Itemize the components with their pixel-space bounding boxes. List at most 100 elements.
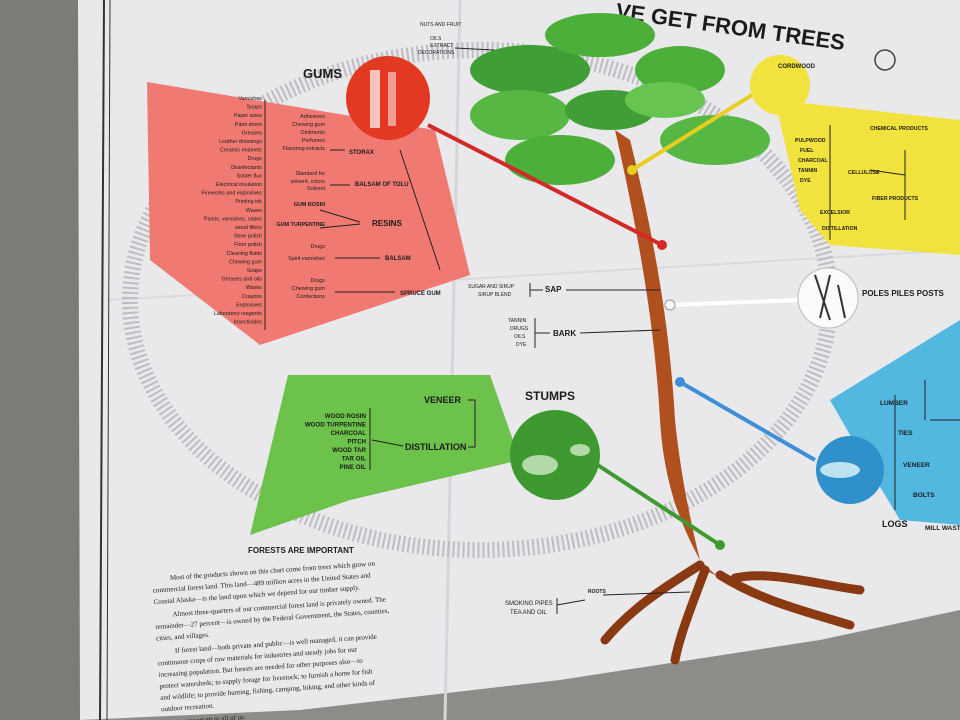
gums-product-item: wood fillers <box>234 225 262 231</box>
gums-node-balsam-2: BALSAM <box>385 256 411 262</box>
gums-product-item: Laboratory reagents <box>214 311 263 317</box>
gums-heading: GUMS <box>303 66 342 81</box>
gums-mid-item: solvent, colors <box>291 179 326 185</box>
tree-roots <box>600 560 865 665</box>
gums-mid-item: Flavoring extracts <box>282 146 325 152</box>
cordwood-item: FIBER PRODUCTS <box>872 196 919 202</box>
cordwood-item: TANNIN <box>798 168 817 174</box>
gums-product-item: Chewing gum <box>229 259 262 265</box>
sap-item-1: SUGAR AND SIRUP <box>468 284 515 290</box>
gums-panel <box>147 82 470 345</box>
gums-product-item: Waxes <box>246 285 263 291</box>
logs-item: MILL WASTE <box>925 525 960 532</box>
stumps-product-item: WOOD TAR <box>332 447 366 454</box>
gums-product-item: Soaps <box>247 268 263 274</box>
gums-mid-item: Chewing gum <box>292 122 325 128</box>
bark-item-4: DYE <box>516 342 527 348</box>
gums-product-item: Crayons <box>242 294 262 300</box>
gums-mid-item: Ointments <box>300 130 325 136</box>
gums-product-item: Greases and oils <box>222 277 263 283</box>
logs-item: VENEER <box>903 462 930 469</box>
gums-product-item: Floor polish <box>234 242 262 248</box>
tree-canopy <box>470 13 770 185</box>
stumps-node-veneer: VENEER <box>424 395 462 405</box>
gums-mid-item: GUM ROSIN <box>294 202 325 208</box>
gums-product-item: Solder flux <box>237 173 263 179</box>
bark-item-3: OILS <box>514 334 526 340</box>
cordwood-item: CHARCOAL <box>798 158 829 164</box>
gums-mid-item: GUM TURPENTINE <box>276 222 325 228</box>
top-label-1: NUTS AND FRUIT <box>420 22 461 28</box>
cordwood-item: PULPWOOD <box>795 138 826 144</box>
seal-icon <box>874 49 896 71</box>
gums-product-item: Drugs <box>248 156 263 162</box>
poster-fold <box>443 0 462 720</box>
gums-mid-item: Perfumes <box>302 138 325 144</box>
logs-heading: LOGS <box>882 519 908 529</box>
gums-product-item: Shoe polish <box>234 234 262 240</box>
stumps-product-item: PITCH <box>347 439 366 446</box>
stumps-connector <box>588 458 722 547</box>
logs-item: BOLTS <box>913 492 935 499</box>
stumps-product-item: WOOD TURPENTINE <box>305 422 366 429</box>
logs-connector <box>678 380 817 462</box>
gums-node-spruce: SPRUCE GUM <box>400 291 441 297</box>
gums-product-item: Ceramic enamels <box>220 148 262 154</box>
cordwood-icon <box>750 55 810 115</box>
cordwood-item: FUEL <box>800 148 814 154</box>
forests-paragraph-line: ...important to all of us. <box>180 713 246 720</box>
gums-product-item: Waxes <box>246 208 263 214</box>
gums-node-balsam: BALSAM OF TOLU <box>355 182 409 188</box>
gums-product-item: Insecticides <box>234 320 262 326</box>
gums-product-item: Varnishes <box>238 96 262 102</box>
logs-items: LUMBER TIES VENEER BOLTS MILL WASTE <box>880 400 960 532</box>
bark-item-1: TANNIN <box>508 318 527 324</box>
cordwood-item: CHEMICAL PRODUCTS <box>870 126 928 132</box>
poster-border-left-inner <box>106 0 111 720</box>
forests-paragraph-line: cities, and villages. <box>156 631 210 643</box>
bark-item-2: DRUGS <box>510 326 529 332</box>
roots-item-2: TEA AND OIL <box>510 610 547 616</box>
gums-product-item: Disinfectants <box>231 165 262 171</box>
roots-item-1: SMOKING PIPES <box>505 601 553 607</box>
poles-icon <box>797 267 859 329</box>
gums-product-item: Printing ink <box>235 199 262 205</box>
sap-heading: SAP <box>545 285 562 294</box>
gums-mid-item: Drugs <box>311 278 326 284</box>
top-label-4: DECORATIONS <box>418 50 455 56</box>
gums-product-item: Electrical insulation <box>216 182 262 188</box>
forests-paragraph-line: outdoor recreation. <box>161 702 215 714</box>
poles-connector <box>669 298 801 307</box>
cordwood-panel <box>775 100 960 255</box>
gums-product-item: Cleaning fluids <box>227 251 263 257</box>
gums-node-storax: STORAX <box>349 150 374 156</box>
poles-heading: POLES PILES POSTS <box>862 289 944 298</box>
stumps-node-distillation: DISTILLATION <box>405 442 466 452</box>
poster-border-left <box>99 0 105 720</box>
roots-heading: ROOTS <box>588 589 606 595</box>
logs-item: TIES <box>898 430 913 437</box>
cordwood-connector <box>630 88 762 172</box>
logs-item: LUMBER <box>880 400 908 407</box>
stumps-product-item: CHARCOAL <box>331 430 367 437</box>
gums-connector <box>427 123 663 247</box>
gums-mid-item: Spirit varnishes <box>288 256 325 262</box>
stumps-heading: STUMPS <box>525 389 575 403</box>
gums-mid-item: Confections <box>297 294 326 300</box>
left-fabric <box>0 0 90 720</box>
cordwood-heading: CORDWOOD <box>778 64 816 70</box>
gums-product-item: Greases <box>242 130 263 136</box>
gums-product-item: Explosives <box>236 302 262 308</box>
stumps-product-item: PINE OIL <box>340 464 367 471</box>
gums-node-resins: RESINS <box>372 219 402 228</box>
gums-mid-item: Solvent <box>307 186 325 192</box>
gums-mid-item: Standard for <box>295 171 325 177</box>
gums-product-item: Paints, varnishes, stains <box>204 216 262 222</box>
cordwood-item: EXCELSIOR <box>820 210 850 216</box>
stumps-product-item: TAR OIL <box>342 456 367 463</box>
gums-product-item: Leather dressings <box>219 139 262 145</box>
